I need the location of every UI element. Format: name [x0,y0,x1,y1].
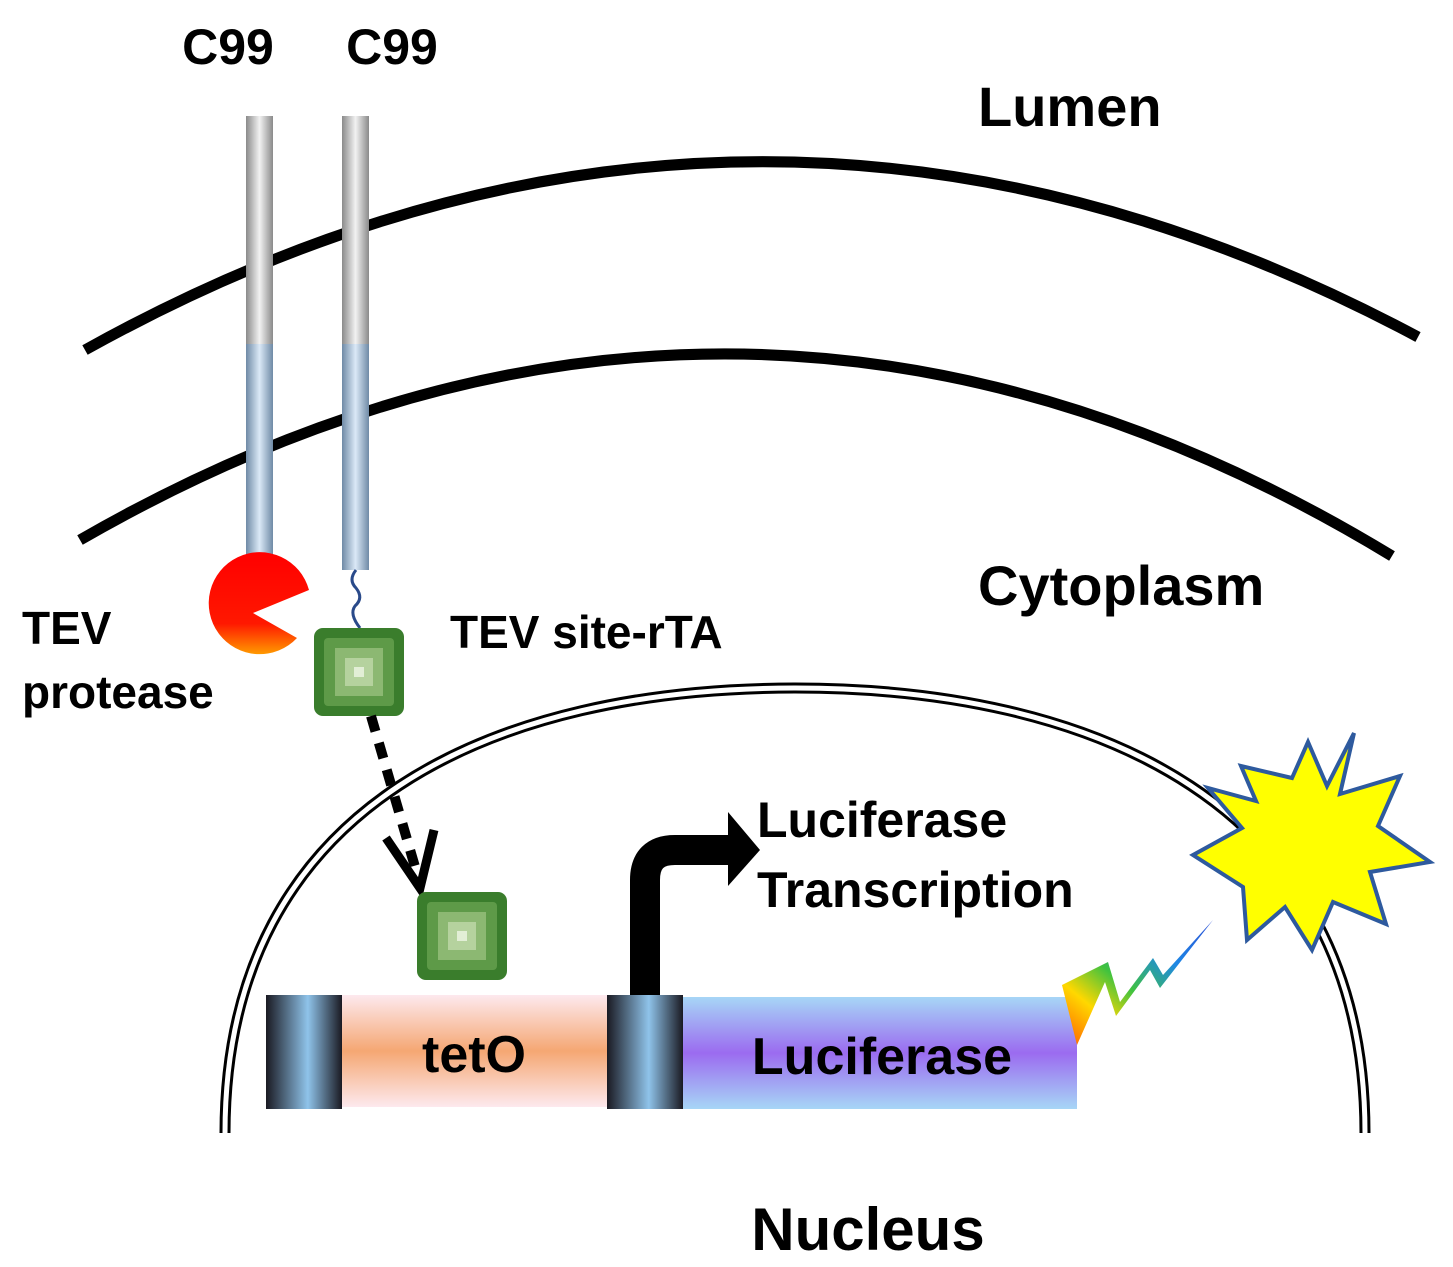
teto-label: tetO [422,1026,526,1084]
c99-left-rod [246,116,273,566]
cytoplasm-label: Cytoplasm [978,554,1264,617]
teto-band [342,995,607,1107]
luciferase-gene-label: Luciferase [752,1028,1012,1086]
outer-membrane [82,156,1421,355]
nested-square-icon-nuclear [417,892,507,980]
luciferase-transcription-label-line1: Luciferase [757,792,1007,848]
tev-protease-label-line1: TEV [22,602,112,654]
promoter-block-right [607,995,683,1109]
nucleus-label: Nucleus [751,1196,984,1263]
lumen-label: Lumen [978,75,1162,138]
c99-left-label: C99 [182,19,274,75]
starburst-icon [1189,732,1436,955]
promoter-block-left [266,995,342,1109]
rainbow-lightning-icon [1062,920,1213,1045]
luciferase-band [683,997,1077,1109]
inner-membrane [77,348,1395,561]
luciferase-transcription-label-line2: Transcription [757,862,1074,918]
transcription-arrow [630,812,760,995]
c99-right-rod [342,116,369,570]
tev-site-linker [350,569,362,629]
nested-square-icon [314,628,404,716]
pacman-wedge-icon [208,552,309,655]
translocation-arrow [366,714,439,899]
tev-protease-label-line2: protease [22,666,214,718]
tev-site-rta-label: TEV site-rTA [450,606,723,658]
c99-right-label: C99 [346,19,438,75]
